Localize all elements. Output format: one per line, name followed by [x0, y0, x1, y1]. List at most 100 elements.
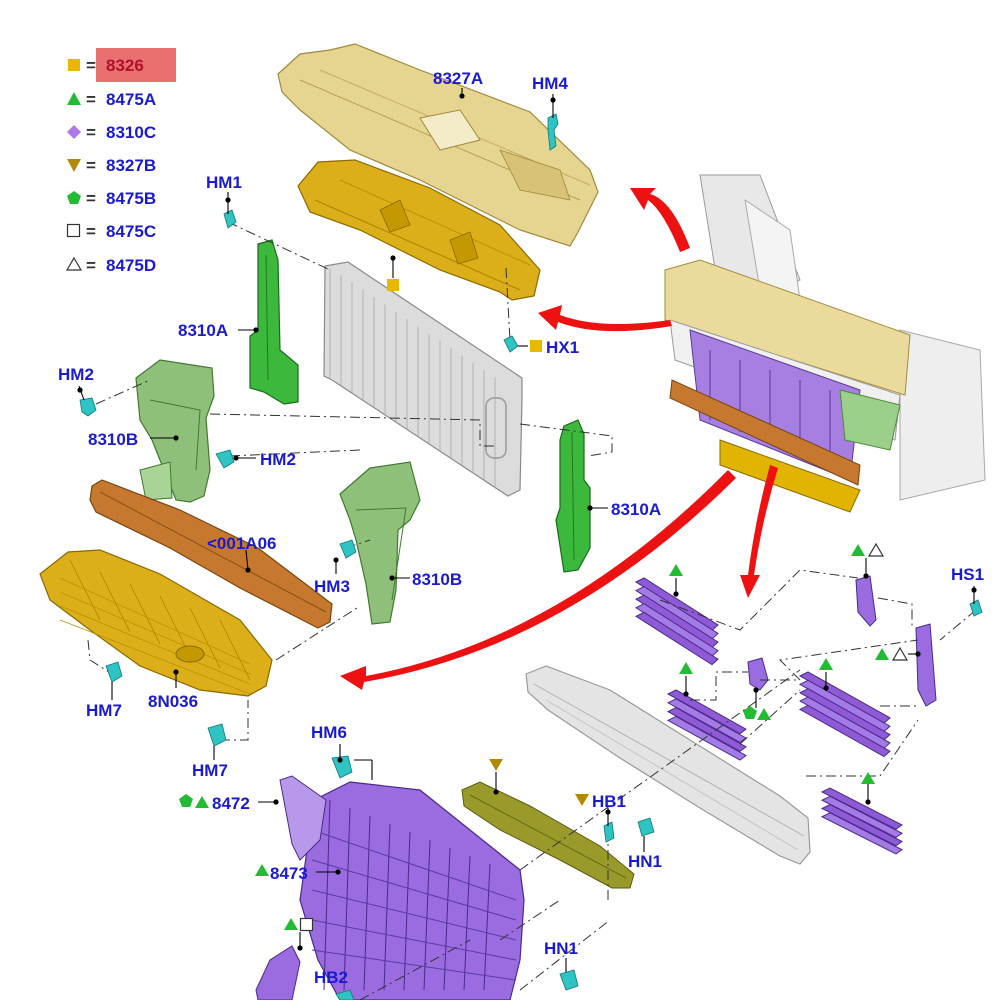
legend-equals: =: [86, 123, 96, 142]
triangle-symbol-8475A: [195, 796, 209, 808]
vane-unit-4: [820, 787, 903, 855]
dash-line: [229, 449, 361, 457]
legend-code: 8475B: [106, 189, 156, 208]
olive-seal-panel: [461, 781, 635, 889]
lower-panel-rib: [129, 583, 161, 645]
arrow-to-upper-shield: [630, 188, 690, 252]
middle-bracket-edge: [355, 507, 407, 601]
leader-dot: [225, 197, 231, 203]
inline-part-symbols: [179, 279, 909, 932]
lower-panel-rib: [99, 571, 131, 633]
lower-panel-rib: [59, 577, 251, 665]
dash-line: [877, 597, 913, 628]
leader-dot: [173, 669, 179, 675]
right-small-brackets: [747, 575, 937, 707]
left-bracket-flange: [139, 461, 173, 501]
fastener-hm1: [223, 209, 237, 229]
shutter-assembly-8473: [255, 775, 525, 1000]
leader-dot: [673, 591, 679, 597]
right-side-bracket: [915, 623, 937, 707]
left-deflector-edge: [265, 254, 269, 381]
dash-line: [505, 267, 511, 341]
shutter-cross-rib: [311, 859, 517, 921]
dash-line: [519, 919, 611, 991]
triangle-symbol-8475A: [255, 864, 269, 876]
leader-dot: [253, 327, 259, 333]
middle-air-bracket-8310B: [339, 461, 421, 625]
dash-line: [760, 639, 919, 681]
label-8310A-right: 8310A: [611, 500, 661, 519]
label-hs1: HS1: [951, 565, 984, 584]
radiator-fins: [329, 268, 496, 488]
triangle-symbol-8475A: [819, 658, 833, 670]
legend-highlight-box: [96, 48, 176, 82]
lower-panel-rib: [59, 591, 251, 675]
label-8310B-left: 8310B: [88, 430, 138, 449]
triangle-down-symbol-8327B: [489, 759, 503, 771]
lower-panel-8N036: [39, 549, 273, 697]
dash-line: [275, 605, 361, 661]
vane-blade: [634, 611, 719, 666]
triangle-symbol-8475A: [284, 918, 298, 930]
label-hb1: HB1: [592, 792, 626, 811]
arrow-to-shutters: [740, 465, 778, 598]
label-hn1-lower: HN1: [544, 939, 578, 958]
gold-panel-boss: [379, 199, 411, 233]
leader-dot: [389, 575, 395, 581]
triangle-symbol-8475A: [875, 648, 889, 660]
leader-dot: [605, 809, 611, 815]
dash-line: [227, 221, 331, 271]
dash-line: [519, 423, 613, 457]
vane-blade: [820, 812, 903, 855]
fastener-hs1: [969, 599, 983, 617]
fastener-hm6: [331, 755, 353, 779]
center-small-bracket: [747, 657, 769, 691]
legend-equals: =: [86, 189, 96, 208]
assembled-lower-panel: [719, 439, 861, 513]
leader-dot: [337, 757, 343, 763]
square-symbol-8326: [387, 279, 399, 291]
label-8310B-mid: 8310B: [412, 570, 462, 589]
vane-blade: [820, 795, 903, 839]
assembled-front-end: [664, 174, 986, 513]
pentagon-symbol-8475B: [179, 794, 193, 807]
leader-dot: [683, 691, 689, 697]
leader-dot: [493, 789, 499, 795]
legend-triangle-up-icon: [67, 92, 81, 105]
leader-dot: [273, 799, 279, 805]
label-hm4: HM4: [532, 74, 568, 93]
legend-equals: =: [86, 156, 96, 175]
label-8473: 8473: [270, 864, 308, 883]
legend-triangle-outline-icon: [65, 256, 83, 271]
fastener-hm7-left: [105, 661, 123, 683]
leader-dot: [865, 799, 871, 805]
fastener-hm2-right: [215, 449, 235, 469]
left-bracket-edge: [149, 399, 201, 471]
label-001A06: <001A06: [207, 534, 276, 553]
lower-panel-rib: [59, 605, 251, 685]
vane-blade: [666, 689, 747, 735]
gold-panel-boss: [449, 231, 479, 265]
lower-panel-recess: [175, 645, 205, 663]
label-8472: 8472: [212, 794, 250, 813]
leader-lines: [77, 88, 977, 972]
shield-cutout: [419, 109, 481, 151]
leader-dot: [335, 869, 341, 875]
fastener-hn1-upper: [637, 817, 655, 837]
legend-code: 8475D: [106, 256, 156, 275]
vane-blade: [666, 715, 747, 761]
legend-triangle-down-icon: [67, 159, 81, 172]
label-hm7-mid: HM7: [192, 761, 228, 780]
legend-item-8475A: = 8475A: [67, 90, 156, 109]
vane-blade: [666, 707, 747, 752]
lower-panel-rib: [219, 619, 251, 681]
triangle-symbol-8475A: [851, 544, 865, 556]
olive-panel-body: [461, 781, 635, 889]
legend-square-icon: [68, 59, 80, 71]
dash-line: [209, 413, 498, 447]
shutter-cross-rib: [311, 829, 517, 901]
leader-dot: [459, 93, 465, 99]
leader-dot: [77, 387, 83, 393]
leader-dot: [550, 97, 556, 103]
beam-body: [89, 479, 333, 629]
